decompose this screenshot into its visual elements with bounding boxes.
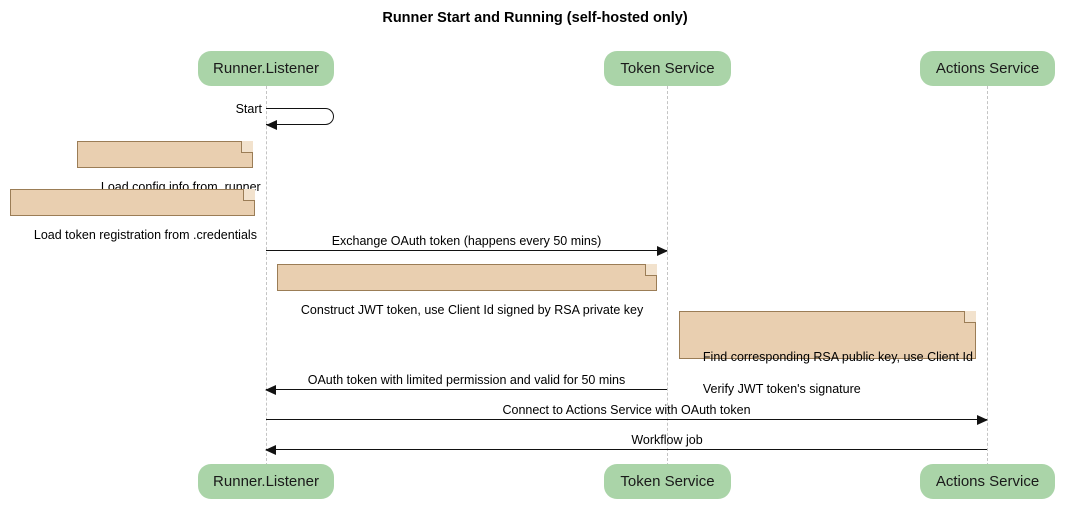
note-verify-jwt-signature-line2: Verify JWT token's signature (702, 382, 861, 396)
arrowhead-right-icon (657, 245, 668, 256)
participant-runner-listener-top[interactable]: Runner.Listener (198, 51, 334, 86)
message-label-oauth-token-return: OAuth token with limited permission and … (307, 373, 626, 387)
message-arrow-connect-actions-service (266, 414, 988, 425)
message-label-exchange-oauth-token: Exchange OAuth token (happens every 50 m… (331, 234, 602, 248)
arrowhead-left-icon (265, 444, 276, 455)
note-fold-corner-icon (241, 141, 253, 153)
message-arrowhead-start (266, 119, 277, 130)
message-arrow-exchange-oauth-token (266, 245, 668, 256)
message-label-start: Start (235, 102, 262, 116)
note-verify-jwt-signature-line1: Find corresponding RSA public key, use C… (702, 350, 973, 364)
note-fold-corner-icon (243, 189, 255, 201)
note-construct-jwt-token-text: Construct JWT token, use Client Id signe… (300, 303, 644, 317)
note-load-token-registration-text: Load token registration from .credential… (33, 228, 257, 242)
arrowhead-left-icon (265, 384, 276, 395)
note-fold-corner-icon (964, 311, 976, 323)
message-label-connect-actions-service: Connect to Actions Service with OAuth to… (502, 403, 751, 417)
participant-token-service-top[interactable]: Token Service (604, 51, 731, 86)
message-arrow-workflow-job (265, 444, 987, 455)
participant-actions-service-bottom[interactable]: Actions Service (920, 464, 1055, 499)
participant-actions-service-top[interactable]: Actions Service (920, 51, 1055, 86)
arrowhead-right-icon (977, 414, 988, 425)
note-load-config: Load config info from .runner (77, 141, 261, 194)
note-load-token-registration: Load token registration from .credential… (10, 189, 257, 242)
message-arrow-start (266, 108, 334, 125)
lifeline-runner-listener (266, 86, 267, 466)
lifeline-actions-service (987, 86, 988, 466)
message-arrow-oauth-token-return (265, 384, 667, 395)
participant-runner-listener-bottom[interactable]: Runner.Listener (198, 464, 334, 499)
message-label-workflow-job: Workflow job (631, 433, 703, 447)
participant-token-service-bottom[interactable]: Token Service (604, 464, 731, 499)
note-fold-corner-icon (645, 264, 657, 276)
note-verify-jwt-signature: Find corresponding RSA public key, use C… (679, 311, 976, 396)
note-construct-jwt-token: Construct JWT token, use Client Id signe… (277, 264, 657, 317)
page-title: Runner Start and Running (self-hosted on… (382, 10, 688, 26)
lifeline-token-service (667, 86, 668, 466)
